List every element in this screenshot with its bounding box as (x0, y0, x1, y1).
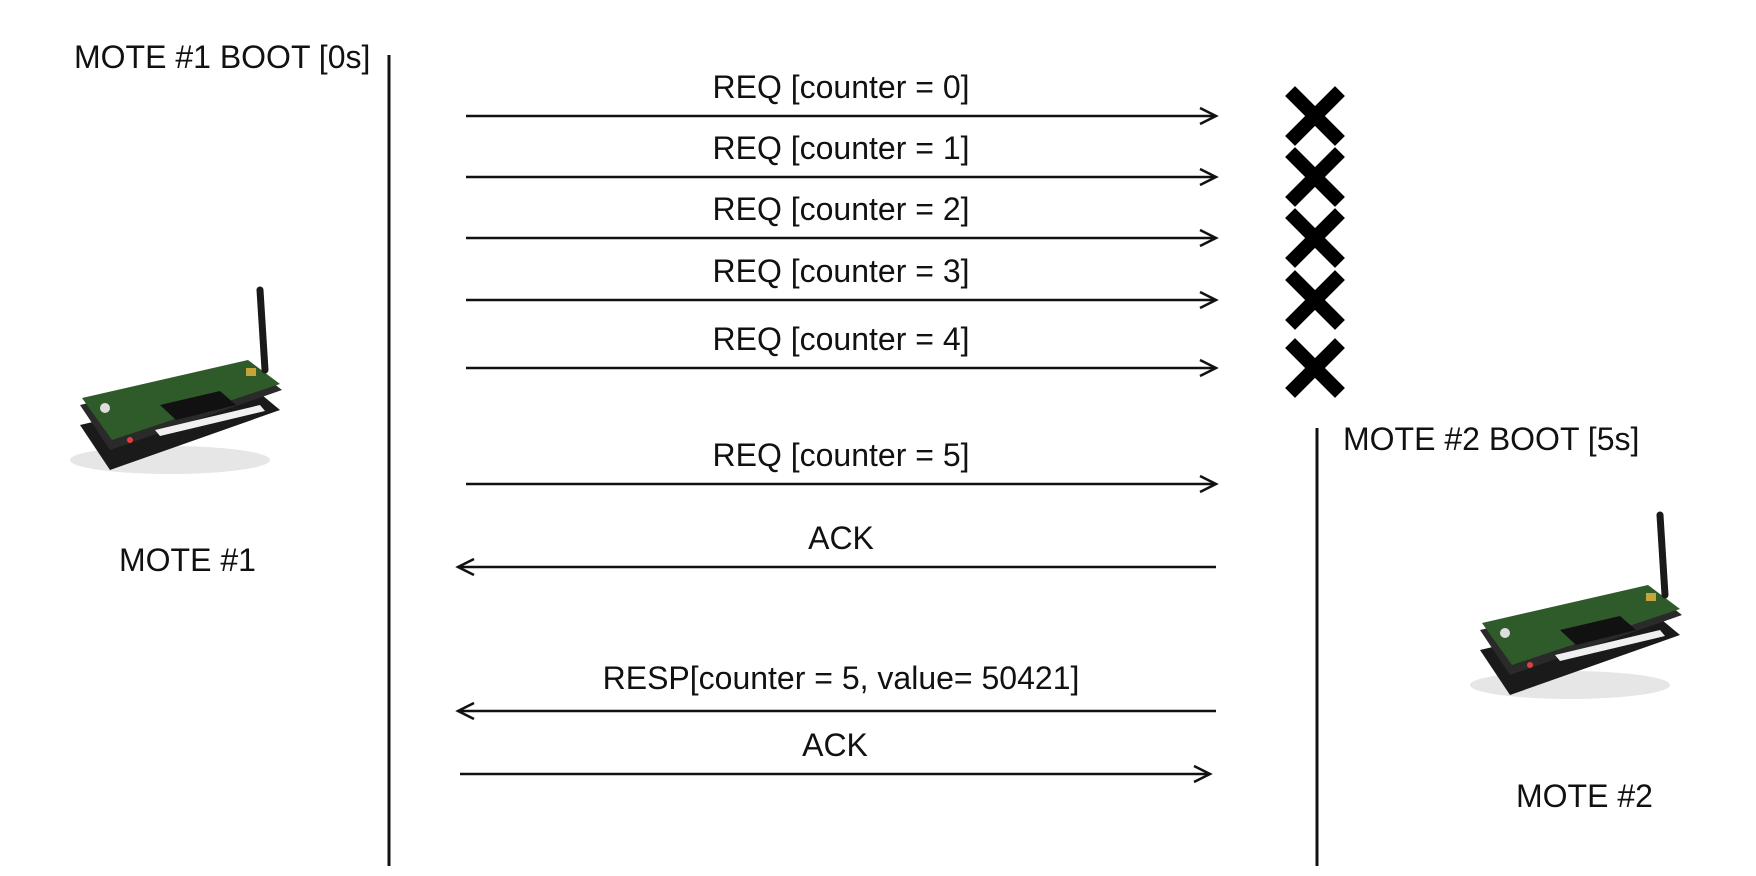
message-label-req-0: REQ [counter = 0] (712, 69, 970, 105)
x-mark-icon (1285, 208, 1345, 268)
mote2-name-label: MOTE #2 (1516, 778, 1653, 814)
message-label-req-2: REQ [counter = 2] (712, 191, 970, 227)
message-label-resp: RESP[counter = 5, value= 50421] (602, 660, 1080, 696)
message-arrow-req-1 (466, 167, 1219, 187)
message-arrow-req-3 (466, 290, 1219, 310)
message-label-ack-1: ACK (808, 520, 874, 556)
message-label-req-3: REQ [counter = 3] (712, 253, 970, 289)
mote-device-icon (1470, 511, 1682, 699)
message-label-req-5: REQ [counter = 5] (712, 437, 970, 473)
message-arrow-req-0 (466, 106, 1219, 126)
mote2-boot-label: MOTE #2 BOOT [5s] (1343, 421, 1640, 457)
mote-device-icon (70, 286, 282, 474)
message-arrow-req-4 (466, 358, 1219, 378)
message-label-req-4: REQ [counter = 4] (712, 321, 970, 357)
mote1-name-label: MOTE #1 (119, 542, 256, 578)
x-mark-icon (1285, 147, 1345, 207)
message-arrow-ack-2 (460, 764, 1213, 784)
message-label-req-1: REQ [counter = 1] (712, 130, 970, 166)
message-arrow-req-2 (466, 228, 1219, 248)
message-arrow-ack-1 (455, 557, 1216, 577)
message-arrow-resp (455, 701, 1216, 721)
mote1-boot-label: MOTE #1 BOOT [0s] (74, 39, 371, 75)
x-mark-icon (1285, 86, 1345, 146)
x-mark-icon (1285, 338, 1345, 398)
x-mark-icon (1285, 270, 1345, 330)
message-arrow-req-5 (466, 474, 1219, 494)
message-label-ack-2: ACK (802, 727, 868, 763)
